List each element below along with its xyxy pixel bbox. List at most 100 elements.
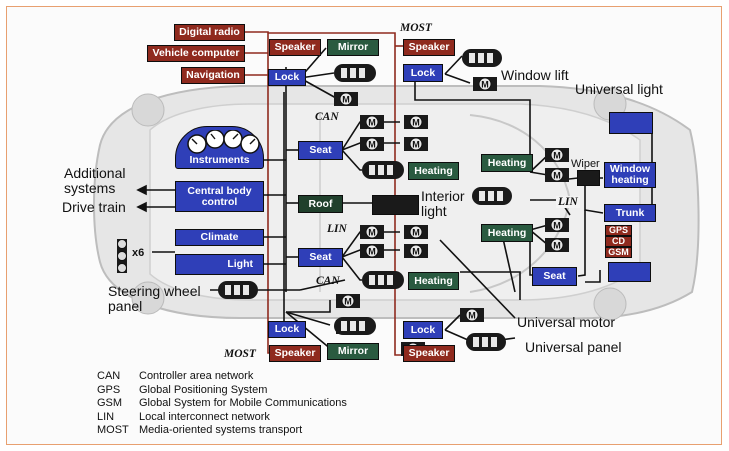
motor-icon: M: [336, 294, 360, 308]
motor-icon: M: [404, 137, 428, 151]
svg-text:M: M: [468, 311, 476, 321]
legend-row: LIN Local interconnect network: [97, 411, 347, 425]
rear-left-mirror-box: Mirror: [327, 343, 379, 360]
legend-meaning: Media-oriented systems transport: [139, 424, 303, 436]
roof-box: Roof: [298, 195, 343, 213]
panel-connector-icon: [334, 64, 376, 82]
rear-right-lock-box: Lock: [403, 321, 443, 339]
svg-text:M: M: [553, 221, 561, 231]
legend-row: CAN Controller area network: [97, 370, 347, 384]
front-left-lock-box: Lock: [268, 69, 306, 86]
gauge-icons: [187, 130, 260, 154]
light-box: Light: [175, 254, 264, 275]
gps-box: GPS: [605, 225, 632, 236]
motor-icon: M: [404, 115, 428, 129]
window-lift-label: Window lift: [501, 67, 569, 83]
svg-text:M: M: [368, 228, 376, 238]
abbreviation-legend: CAN Controller area network GPS Global Pos…: [97, 370, 347, 438]
svg-text:M: M: [412, 118, 420, 128]
steering-wheel-panel-label: Steering wheel panel: [108, 283, 201, 314]
wiper-label: Wiper: [571, 158, 600, 170]
svg-text:M: M: [481, 80, 489, 90]
legend-meaning: Local interconnect network: [139, 410, 270, 423]
can-bus-label-lower: CAN: [316, 275, 340, 287]
rear-left-speaker-box: Speaker: [269, 345, 321, 362]
motor-icon: M: [360, 244, 384, 258]
front-left-mirror-box: Mirror: [327, 39, 379, 56]
legend-abbr: MOST: [97, 424, 129, 436]
light-label: Light: [227, 258, 253, 270]
panel-connector-icon: [362, 271, 404, 289]
panel-connector-icon: [362, 161, 404, 179]
output-arrows: [136, 184, 175, 213]
rear-left-lock-box: Lock: [268, 321, 306, 338]
window-heating-box: Window heating: [604, 162, 656, 188]
legend-meaning: Global System for Mobile Communications: [139, 397, 347, 409]
front-right-lock-box: Lock: [403, 64, 443, 82]
legend-meaning: Controller area network: [139, 370, 254, 382]
legend-meaning: Global Positioning System: [139, 383, 268, 396]
motor-multiplier-label: x6: [132, 247, 145, 259]
svg-text:M: M: [553, 171, 561, 181]
front-heating-box: Heating: [408, 162, 459, 180]
universal-light-label: Universal light: [575, 81, 663, 97]
svg-text:M: M: [553, 151, 561, 161]
lin-bus-label-right: LIN: [556, 196, 580, 208]
navigation-box: Navigation: [181, 67, 245, 84]
most-bus-label-bottom: MOST: [224, 348, 256, 360]
motor-icon: M: [404, 225, 428, 239]
legend-abbr: LIN: [97, 410, 115, 423]
svg-text:M: M: [342, 95, 350, 105]
svg-text:M: M: [412, 247, 420, 257]
panel-connector-icon: [472, 187, 512, 205]
gsm-box: GSM: [605, 247, 632, 258]
rear-right-speaker-box: Speaker: [403, 345, 455, 362]
motor-icon: M: [545, 148, 569, 162]
lin-bus-label-middle: LIN: [327, 223, 347, 235]
panel-connector-icon: [334, 317, 376, 335]
motor-icon: M: [545, 168, 569, 182]
universal-light-box: [609, 112, 653, 134]
can-bus-label-upper: CAN: [315, 111, 339, 123]
motor-icon: M: [473, 77, 497, 91]
interior-light-box: [372, 195, 419, 215]
legend-abbr: GPS: [97, 383, 121, 396]
svg-text:M: M: [368, 118, 376, 128]
motor-icon: M: [545, 238, 569, 252]
right-seat-box: Seat: [532, 267, 577, 286]
universal-motor-label: Universal motor: [517, 314, 616, 330]
vehicle-computer-box: Vehicle computer: [147, 45, 245, 62]
front-seat-box: Seat: [298, 141, 343, 160]
wiper-motor-box: [577, 170, 600, 186]
svg-text:M: M: [368, 140, 376, 150]
svg-text:M: M: [368, 247, 376, 257]
legend-row: GPS Global Positioning System: [97, 384, 347, 398]
instruments-label: Instruments: [189, 154, 250, 166]
drive-train-label: Drive train: [62, 199, 126, 215]
digital-radio-box: Digital radio: [174, 24, 245, 41]
motor-icon: M: [334, 92, 358, 106]
rear-light-box: [608, 262, 651, 282]
svg-text:M: M: [344, 297, 352, 307]
central-body-control-box: Central body control: [175, 181, 264, 212]
right-heating-upper-box: Heating: [481, 154, 533, 172]
additional-systems-label: Additional systems: [64, 165, 126, 196]
universal-panel-label: Universal panel: [525, 339, 622, 355]
climate-box: Climate: [175, 229, 264, 246]
legend-abbr: CAN: [97, 370, 121, 382]
trunk-box: Trunk: [604, 204, 656, 222]
svg-text:M: M: [412, 228, 420, 238]
interior-light-label: Interior light: [421, 188, 465, 219]
most-bus-label-top: MOST: [400, 22, 432, 34]
legend-row: MOST Media-oriented systems transport: [97, 424, 347, 438]
svg-text:M: M: [412, 140, 420, 150]
front-left-speaker-box: Speaker: [269, 39, 321, 56]
right-heating-lower-box: Heating: [481, 224, 533, 242]
motor-icon: M: [545, 218, 569, 232]
rear-heating-box: Heating: [408, 272, 459, 290]
instruments-box: Instruments: [175, 126, 264, 169]
motor-icon: M: [360, 137, 384, 151]
